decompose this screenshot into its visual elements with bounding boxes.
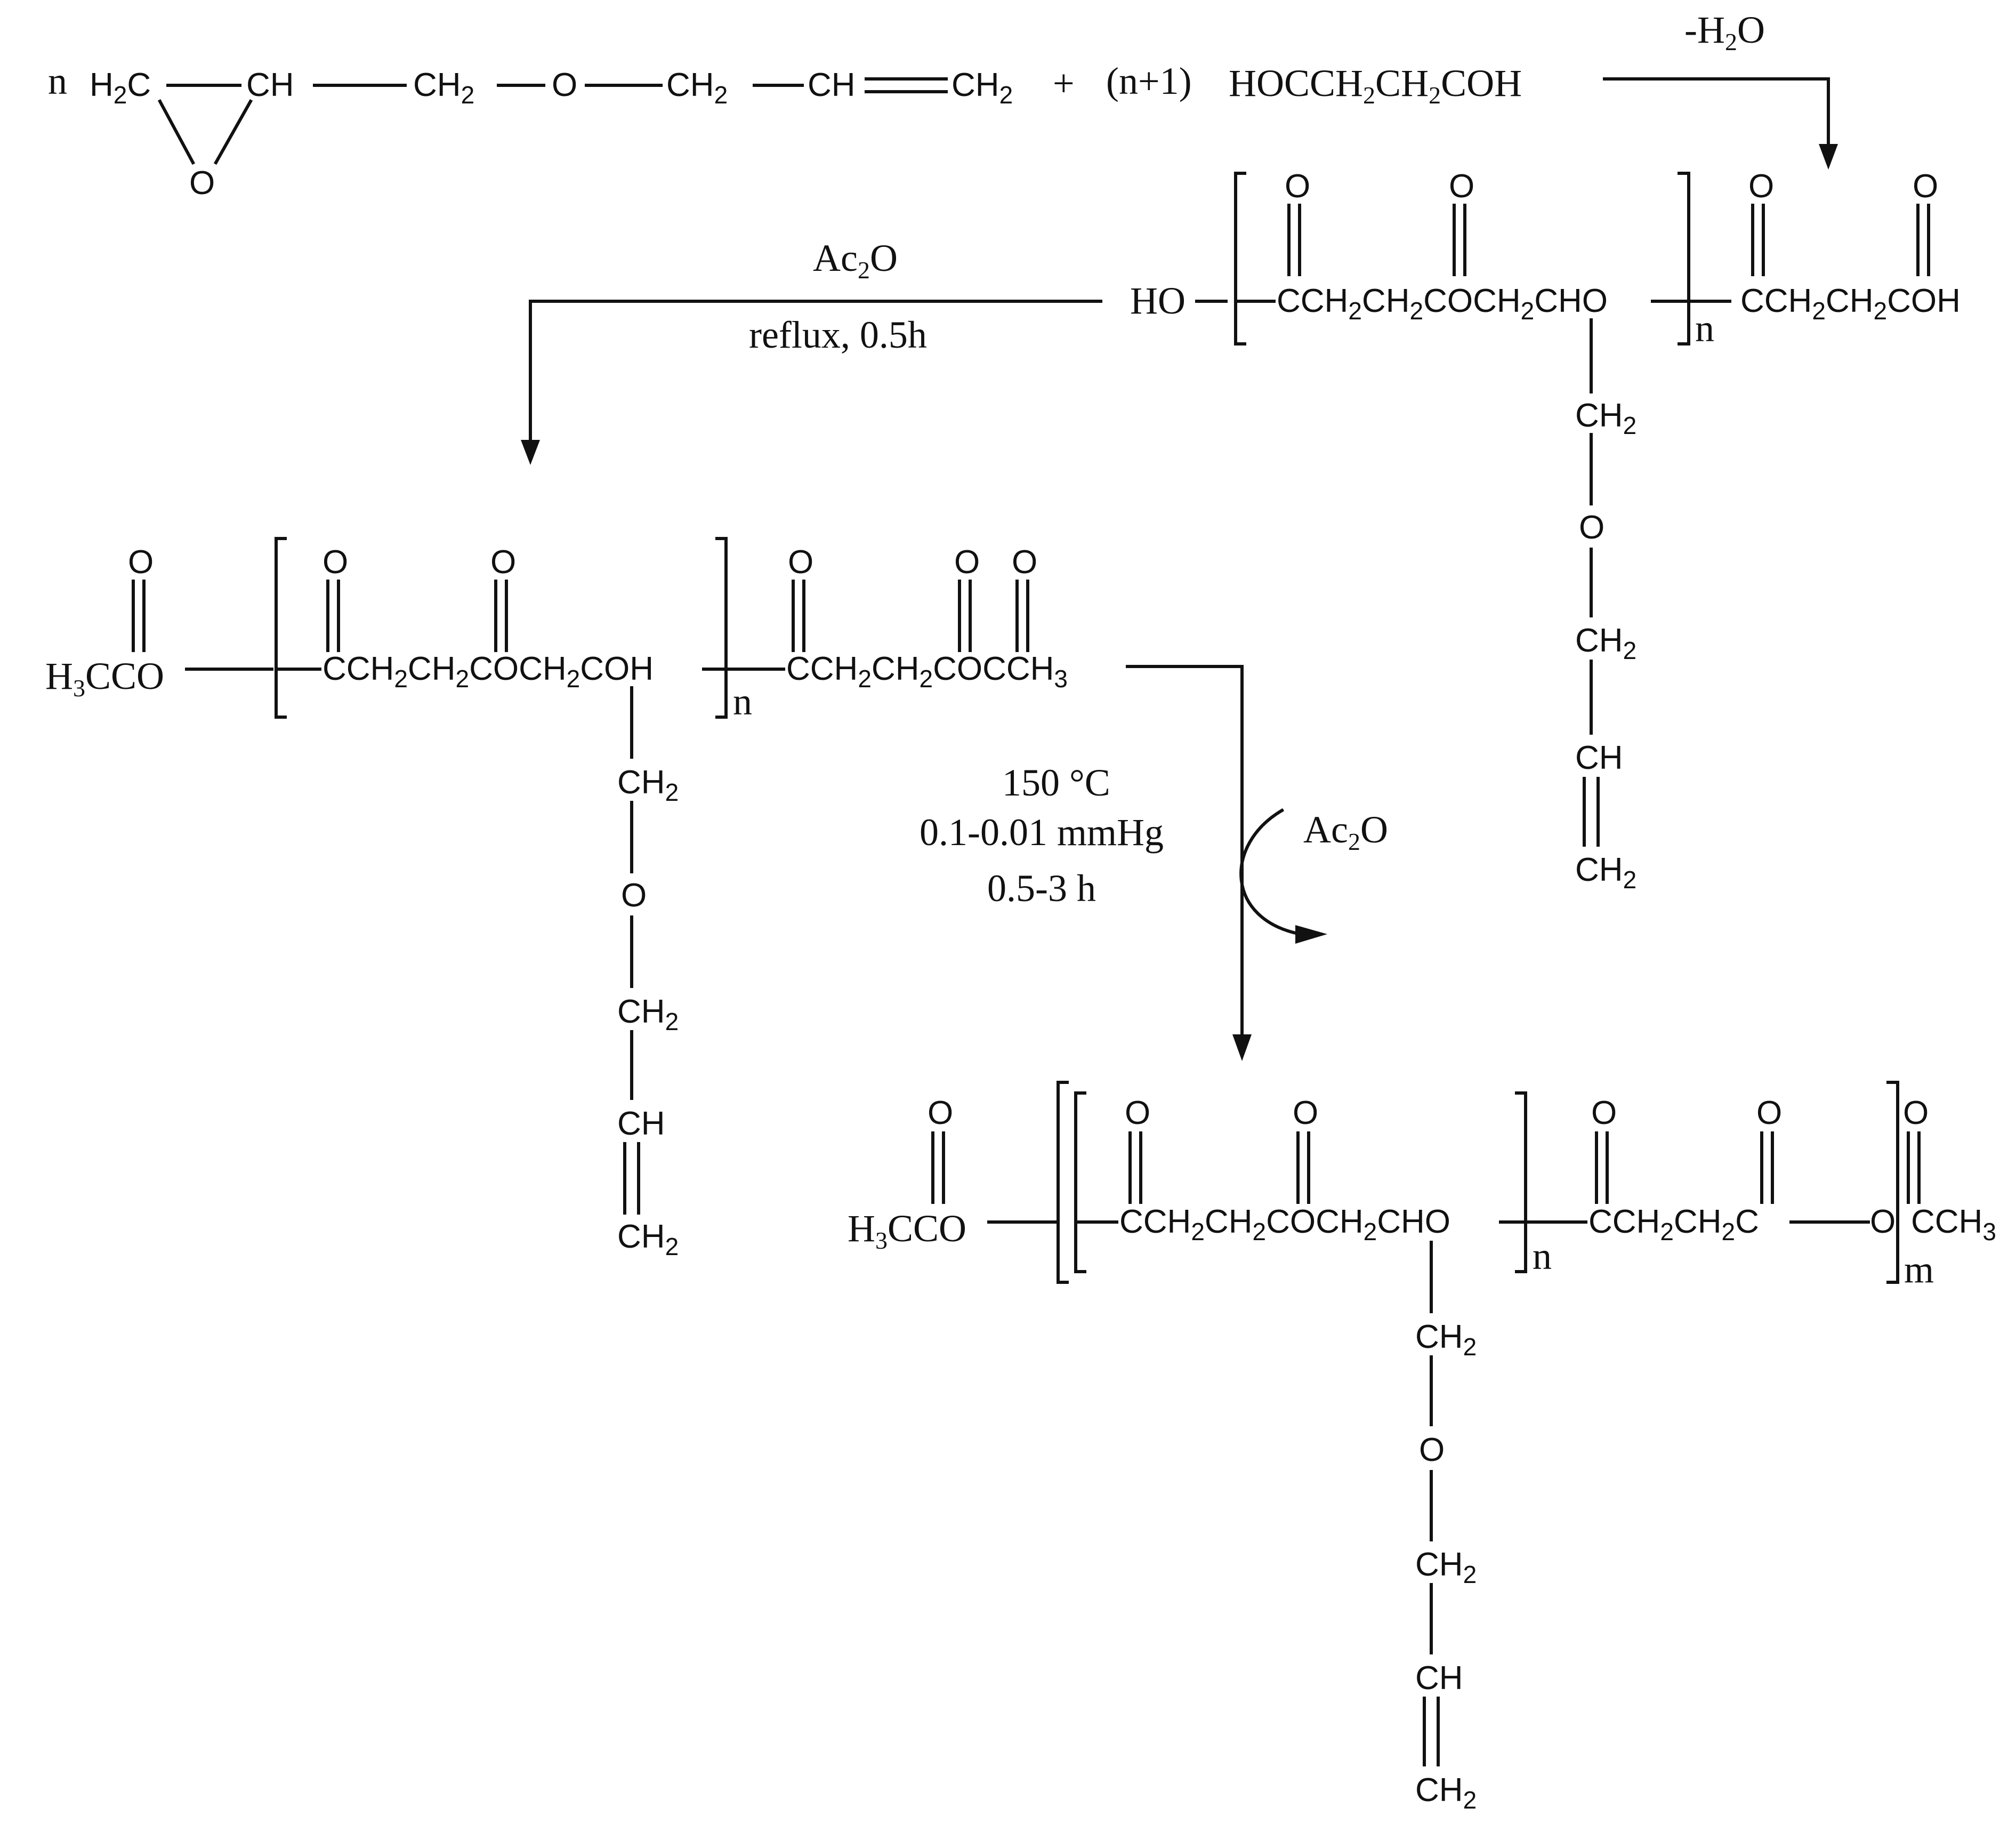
carbonyl-o-2: O	[1449, 168, 1474, 205]
acetyl-carbonyl-o: O	[928, 1095, 953, 1131]
side-oxygen: O	[621, 877, 647, 914]
carbonyl-o-4: O	[954, 544, 980, 581]
carbonyl-o-4: O	[1756, 1095, 1782, 1131]
reaction-arrow-3	[1126, 665, 1244, 1044]
repeat-n: n	[733, 680, 752, 723]
allyl-glycidyl-ether: n H2C CH O CH2 O CH2 CH CH2	[48, 60, 1013, 202]
side-ch2c: CH2	[1415, 1772, 1477, 1814]
acetyl-end: CCH3	[1911, 1203, 1996, 1246]
epoxide-co-bond-right	[213, 99, 253, 165]
side-ch2b: CH2	[1575, 622, 1636, 664]
succinic-acid: HOCCH2CH2COH	[1229, 62, 1522, 109]
arrowhead-1	[1819, 144, 1838, 170]
repeat-unit: CCH2CH2COCH2CHO	[1277, 283, 1608, 325]
plus-sign: +	[1053, 62, 1075, 105]
side-ch: CH	[617, 1105, 665, 1142]
water-loss-label: -H2O	[1684, 9, 1765, 55]
repeat-n: n	[1695, 307, 1714, 350]
carbonyl-o-3: O	[788, 544, 813, 581]
carbonyl-o-1: O	[1125, 1095, 1150, 1131]
ring-ch: CH	[246, 67, 294, 103]
left-bracket	[1234, 172, 1246, 345]
polyester-intermediate: HO CCH2CH2COCH2CHO n CCH2CH2COH O O O O …	[1130, 168, 1961, 894]
hydroxyl-end: HO	[1130, 279, 1186, 322]
inner-right-bracket	[1515, 1091, 1527, 1273]
vinyl-ch: CH	[808, 67, 856, 103]
epoxide-co-bond-left	[157, 99, 196, 165]
final-polyanhydride: H3CCO O CCH2CH2COCH2CHO n CCH2CH2C O CCH…	[848, 1081, 1996, 1814]
ether-oxygen: O	[552, 67, 577, 103]
step2-reagent: Ac2O	[813, 237, 898, 284]
outer-left-bracket	[1057, 1081, 1069, 1284]
byproduct-curved-arrow	[1239, 808, 1303, 936]
carbonyl-o-5: O	[1012, 544, 1037, 581]
step2-condition: reflux, 0.5h	[749, 314, 927, 356]
inner-left-bracket	[1074, 1091, 1086, 1273]
acetyl-start: H3CCO	[848, 1207, 966, 1254]
side-ch2c: CH2	[1575, 851, 1636, 894]
step3-temperature: 150 °C	[1002, 761, 1110, 804]
reaction-arrow-2	[529, 300, 1102, 449]
step3-time: 0.5-3 h	[987, 867, 1096, 910]
ring-ch2: H2C	[90, 67, 151, 109]
carbonyl-o-4: O	[1913, 168, 1938, 205]
carbonyl-o-5: O	[1903, 1095, 1929, 1131]
vinyl-ch2: CH2	[951, 67, 1013, 109]
side-ch: CH	[1575, 740, 1623, 776]
arrowhead-2	[521, 440, 540, 465]
left-bracket	[275, 537, 287, 719]
acetyl-carbonyl-o: O	[128, 544, 154, 581]
repeat-n: n	[1533, 1235, 1552, 1277]
side-ch2: CH2	[1575, 397, 1636, 439]
acetyl-start: H3CCO	[45, 655, 164, 702]
side-ch2b: CH2	[1415, 1546, 1477, 1588]
arrowhead-3	[1232, 1034, 1252, 1061]
step3-byproduct: Ac2O	[1303, 808, 1388, 855]
byproduct-arrowhead	[1295, 925, 1327, 944]
anhydride-end: CCH2CH2COCCH3	[786, 650, 1068, 693]
reaction-arrow-1	[1603, 77, 1830, 154]
acid-end-group: CCH2CH2COH	[1740, 283, 1961, 325]
side-ch2b: CH2	[617, 993, 679, 1035]
repeat-unit: CCH2CH2COCH2CHO	[1119, 1203, 1450, 1246]
carbonyl-o-1: O	[1285, 168, 1310, 205]
acetylated-prepolymer: H3CCO O CCH2CH2COCH2COH n CCH2CH2COCCH3 …	[45, 537, 1068, 1260]
ch2-a: CH2	[413, 67, 474, 109]
right-bracket	[715, 537, 728, 719]
carbonyl-o-2: O	[1293, 1095, 1318, 1131]
carbonyl-o-2: O	[490, 544, 516, 581]
side-ch: CH	[1415, 1660, 1463, 1697]
step3-pressure: 0.1-0.01 mmHg	[920, 811, 1164, 854]
side-ch2c: CH2	[617, 1218, 679, 1260]
succinyl-unit: CCH2CH2C	[1588, 1203, 1759, 1246]
ch2-b: CH2	[666, 67, 728, 109]
carbonyl-o-3: O	[1591, 1095, 1617, 1131]
outer-right-bracket	[1886, 1081, 1899, 1284]
coefficient-n-plus-1: (n+1)	[1106, 60, 1192, 102]
carbonyl-o-1: O	[322, 544, 348, 581]
repeat-m: m	[1904, 1248, 1934, 1291]
side-oxygen: O	[1579, 509, 1604, 546]
side-oxygen: O	[1419, 1432, 1445, 1468]
repeat-unit: CCH2CH2COCH2COH	[322, 650, 654, 693]
carbonyl-o-3: O	[1748, 168, 1774, 205]
coefficient-n: n	[48, 60, 67, 102]
side-ch2: CH2	[1415, 1319, 1477, 1361]
right-bracket	[1678, 172, 1690, 345]
ring-oxygen: O	[189, 165, 215, 202]
anhydride-oxygen: O	[1870, 1203, 1896, 1240]
side-ch2: CH2	[617, 764, 679, 806]
